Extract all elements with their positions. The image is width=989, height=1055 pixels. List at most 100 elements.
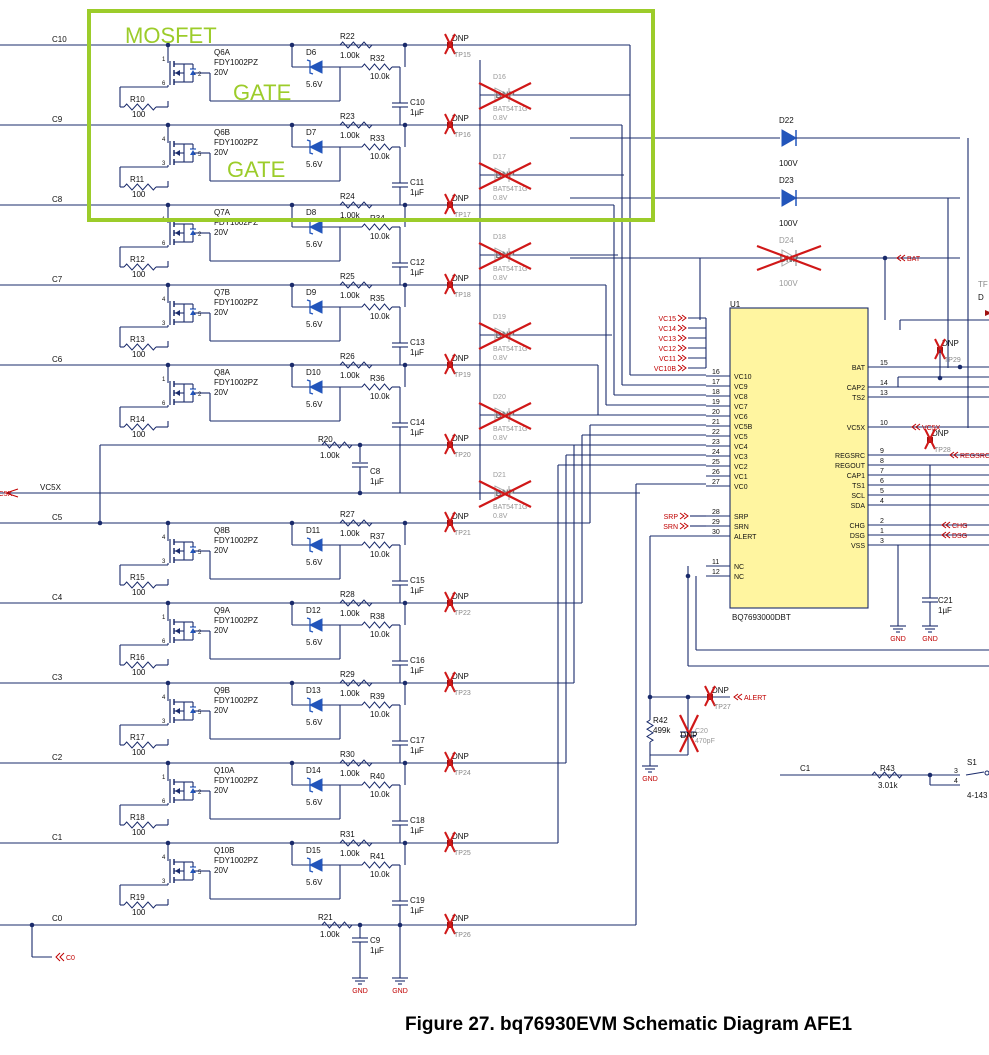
- resistor-ref: R14: [130, 415, 145, 424]
- resistor-value: 1.00k: [340, 769, 361, 778]
- resistor-ref: R43: [880, 764, 895, 773]
- net-label-c0: C0: [52, 914, 63, 923]
- resistor-value: 10.0k: [370, 790, 391, 799]
- test-point-pad: [985, 310, 989, 316]
- resistor-value: 1.00k: [340, 689, 361, 698]
- ic-pin-name: VC5X: [847, 425, 866, 432]
- diode-part: BAT54T1G: [493, 106, 528, 113]
- mosfet-ref: Q9B: [214, 686, 230, 695]
- dnp-cross-icon: [444, 113, 456, 135]
- diode-body: [781, 249, 798, 267]
- mosfet-ref: Q10B: [214, 846, 234, 855]
- capacitor-ref: C13: [410, 338, 425, 347]
- ic-pin-number: 3: [880, 538, 884, 545]
- zener-diode-icon: [292, 299, 340, 315]
- bus-wires: [557, 45, 706, 925]
- diode-body: [781, 129, 798, 147]
- net-flag-arrow: [681, 344, 687, 352]
- capacitor-symbol: [392, 342, 408, 348]
- ic-pin-number: 22: [712, 429, 720, 436]
- resistor-ref: R21: [318, 913, 333, 922]
- resistor-value: 10.0k: [370, 550, 391, 559]
- diode-ref: D20: [493, 394, 506, 401]
- capacitor-value: 1µF: [410, 108, 424, 117]
- diode-voltage: 0.8V: [493, 275, 508, 282]
- diode-part: BAT54T1G: [493, 426, 528, 433]
- mosfet-part: FDY1002PZ: [214, 536, 258, 545]
- net-label-c9: C9: [52, 115, 63, 124]
- diode-ref: D22: [779, 116, 794, 125]
- ic-pin-number: 27: [712, 479, 720, 486]
- dnp-label: DNP: [452, 274, 469, 283]
- resistor-ref: R35: [370, 294, 385, 303]
- series-resistor: [361, 143, 393, 151]
- net-flag-label: VC15: [658, 316, 676, 323]
- zener-diode-bar: [306, 857, 314, 873]
- resistor-value: 10.0k: [370, 72, 391, 81]
- pin-number: 5: [198, 870, 202, 876]
- ic-pin-number: 15: [880, 360, 888, 367]
- pin-number: 1: [162, 775, 166, 781]
- net-flag-arrow: [941, 531, 947, 539]
- ic-pin-number: 5: [880, 488, 884, 495]
- net-flag-label: VC11: [659, 356, 676, 363]
- junction-dot: [97, 520, 103, 526]
- resistor-value: 1.00k: [340, 51, 361, 60]
- dnp-label: DNP: [452, 752, 469, 761]
- diode-voltage: 100V: [779, 279, 798, 288]
- mosfet-voltage: 20V: [214, 706, 229, 715]
- chg-flag: CHG: [941, 521, 968, 530]
- pin-number: 6: [162, 639, 166, 645]
- resistor-value: 1.00k: [340, 609, 361, 618]
- resistor-ref: R33: [370, 134, 385, 143]
- dnp-cross-icon: [478, 162, 532, 190]
- resistor-value: 1.00k: [320, 451, 341, 460]
- mosfet-icon: [169, 699, 196, 723]
- ic-body: [729, 307, 869, 609]
- ic-pin-name: BAT: [852, 365, 866, 372]
- mosfet-ref: Q7A: [214, 208, 231, 217]
- zener-diode-bar: [306, 379, 314, 395]
- resistor-symbol: [646, 719, 654, 743]
- capacitor-value: 1µF: [410, 268, 424, 277]
- mosfet-arrow: [175, 708, 180, 714]
- resistor-value: 1.00k: [340, 291, 361, 300]
- capacitor-value: 470pF: [695, 738, 715, 745]
- ic-pin-name: SRN: [734, 524, 749, 531]
- zener-diode-icon: [292, 219, 340, 235]
- capacitor-ref: C9: [370, 936, 381, 945]
- gate-resistor: [123, 103, 157, 111]
- resistor-ref: R25: [340, 272, 355, 281]
- zener-voltage: 5.6V: [306, 558, 323, 567]
- switch-contact: [984, 770, 989, 776]
- dnp-label: DNP: [452, 34, 469, 43]
- net-label-c8: C8: [52, 195, 63, 204]
- diode-voltage: 0.8V: [493, 195, 508, 202]
- mosfet-icon: [169, 61, 196, 85]
- ic-pin-name: CAP2: [847, 385, 865, 392]
- pin-number: 2: [198, 630, 202, 636]
- ic-pin-name: VC5B: [734, 424, 753, 431]
- net-flag-label: VC10B: [654, 366, 677, 373]
- zener-diode-body: [308, 380, 323, 394]
- mosfet-body-diode: [190, 708, 196, 713]
- net-flag-label: SRP: [664, 514, 679, 521]
- resistor-ref: R12: [130, 255, 145, 264]
- zener-diode-body: [308, 60, 323, 74]
- test-point-ref: TP20: [454, 452, 471, 459]
- net-label-c4: C4: [52, 593, 63, 602]
- pin-number: 3: [162, 719, 166, 725]
- net-flag-arrow: [55, 952, 61, 962]
- zener-voltage: 5.6V: [306, 80, 323, 89]
- mosfet-ref: Q8A: [214, 368, 231, 377]
- series-resistor: [339, 519, 373, 527]
- pin-number: 3: [954, 768, 958, 775]
- dnp-cross-icon: [444, 591, 456, 613]
- ic-pin-name: VC3: [734, 454, 748, 461]
